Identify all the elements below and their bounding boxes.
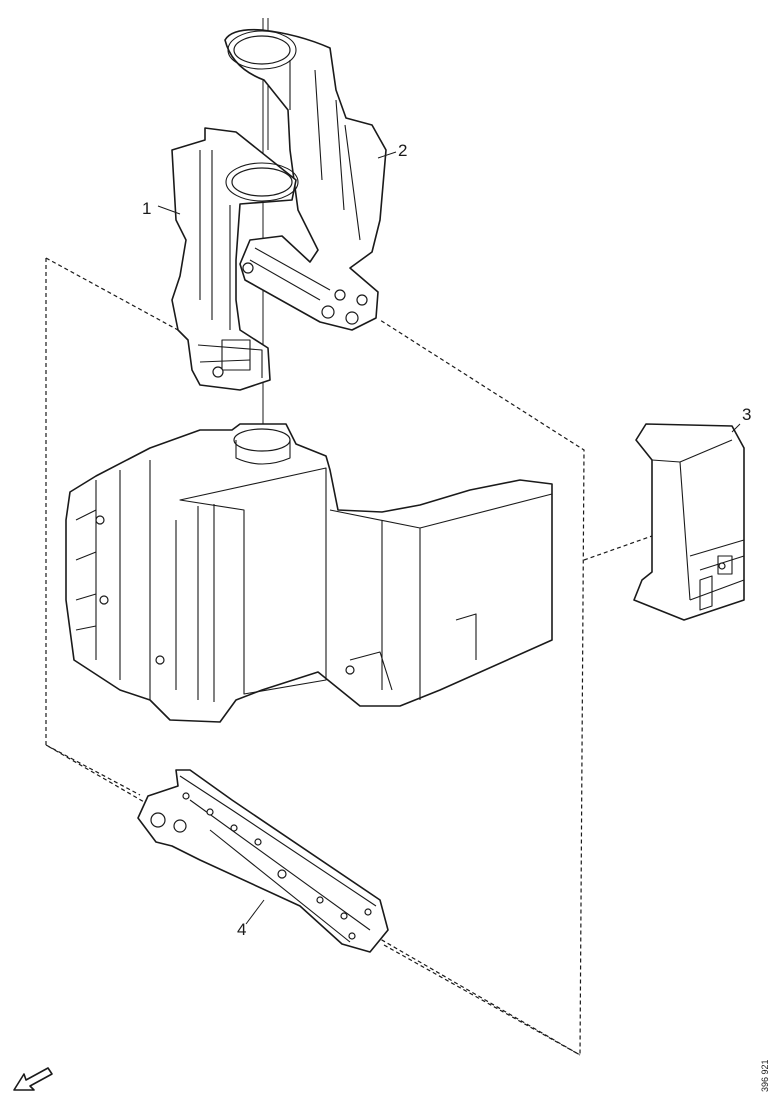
callout-1: 1: [142, 199, 151, 218]
callout-2: 2: [398, 141, 407, 160]
callout-leaders: [157, 151, 741, 925]
assembly-boundary-dashed: [45, 257, 653, 1057]
part-1-front-bracket: [171, 127, 299, 391]
part-2-upper-bracket: [224, 28, 387, 331]
figure-reference: 396 921: [760, 1059, 770, 1092]
callout-3: 3: [742, 405, 751, 424]
part-3-side-shield: [633, 423, 745, 621]
reservoir-tank-body: [65, 423, 553, 723]
callout-4: 4: [237, 920, 246, 939]
front-direction-arrow-icon: [13, 1067, 53, 1091]
part-4-lower-rail: [137, 769, 389, 953]
